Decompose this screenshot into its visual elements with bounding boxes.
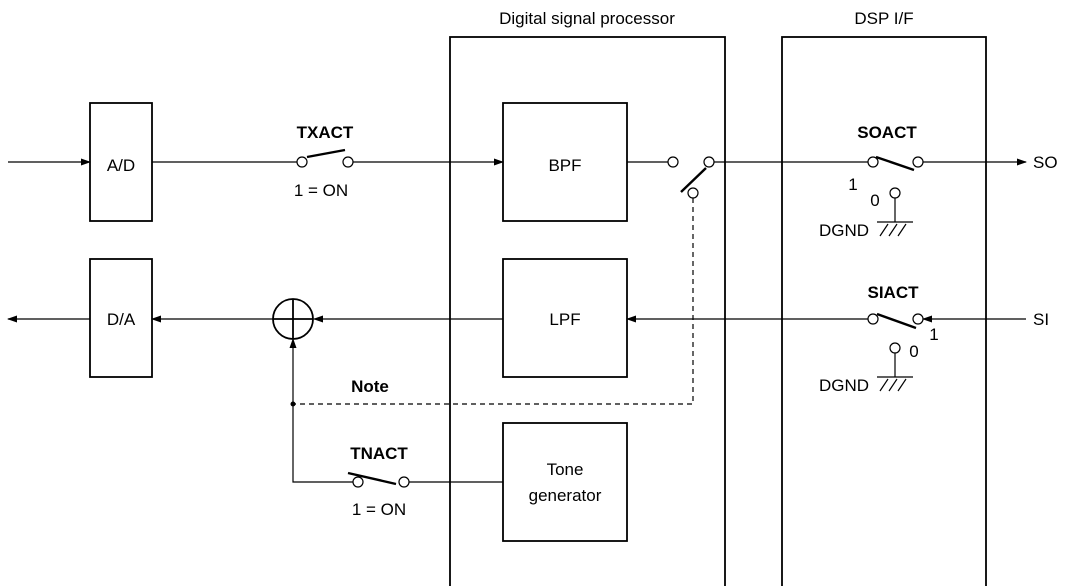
junction-dot [290,401,296,407]
tone-label-line2: generator [529,486,602,505]
bpf-block: BPF [502,102,628,222]
tnact-label: TNACT [350,444,408,463]
siact-ground-node [889,342,901,354]
note-dashed-link [293,198,694,405]
siact-switch: SIACT 1 0 DGND [819,283,939,395]
txact-switch: TXACT 1 = ON [294,123,354,200]
dsp-if-frame: DSP I/F [781,9,987,586]
adder-symbol [272,298,314,340]
siact-pos1: 1 [929,325,938,344]
lpf-block: LPF [502,258,628,378]
soact-ground-node [889,187,901,199]
soact-label: SOACT [857,123,917,142]
tone-label-line1: Tone [547,460,584,479]
lpf-label: LPF [549,310,580,329]
soact-pos0: 0 [870,191,879,210]
siact-label: SIACT [868,283,920,302]
dsp-frame: Digital signal processor [449,9,726,586]
siact-dgnd: DGND [819,376,869,395]
so-label: SO [1033,153,1058,172]
tnact-switch: TNACT 1 = ON [347,444,410,519]
tnact-state: 1 = ON [352,500,406,519]
soact-pos1: 1 [848,175,857,194]
dsp-title: Digital signal processor [499,9,675,28]
soact-dgnd: DGND [819,221,869,240]
siact-pos0: 0 [909,342,918,361]
txact-label: TXACT [297,123,354,142]
si-label: SI [1033,310,1049,329]
tone-generator-block: Tone generator [502,422,628,542]
dsp-output-switch [667,156,715,199]
note-label: Note [351,377,389,396]
ad-block: A/D [89,102,153,222]
txact-state: 1 = ON [294,181,348,200]
ad-label: A/D [107,156,135,175]
soact-switch: SOACT 1 0 DGND [819,123,924,240]
da-block: D/A [89,258,153,378]
tnact-to-adder-wire [289,338,353,483]
bpf-label: BPF [548,156,581,175]
da-label: D/A [107,310,136,329]
dsp-if-title: DSP I/F [854,9,913,28]
